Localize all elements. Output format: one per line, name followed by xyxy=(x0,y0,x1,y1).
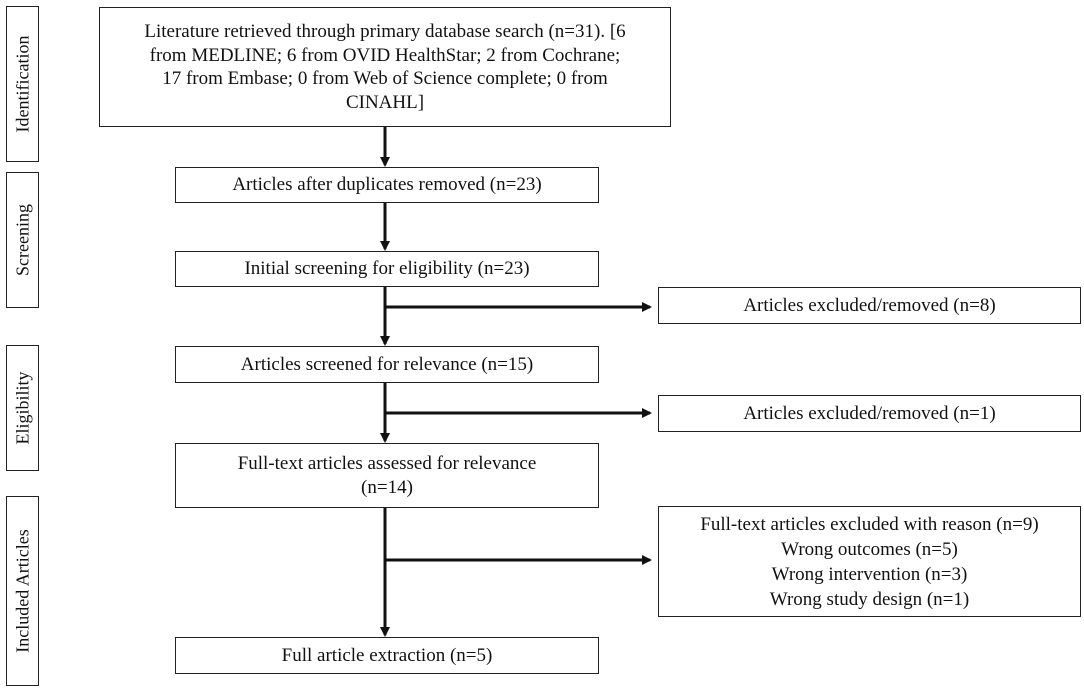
box-duplicates-removed: Articles after duplicates removed (n=23) xyxy=(175,167,599,203)
fulltext-excluded-line-2: Wrong outcomes (n=5) xyxy=(781,538,958,560)
box-literature-retrieved: Literature retrieved through primary dat… xyxy=(99,7,671,127)
excluded-2-label: Articles excluded/removed (n=1) xyxy=(743,402,996,424)
stage-eligibility: Eligibility xyxy=(6,345,39,471)
box-screened-relevance: Articles screened for relevance (n=15) xyxy=(175,346,599,383)
literature-line-2: from MEDLINE; 6 from OVID HealthStar; 2 … xyxy=(149,44,621,66)
duplicates-removed-label: Articles after duplicates removed (n=23) xyxy=(232,174,542,196)
fulltext-excluded-line-4: Wrong study design (n=1) xyxy=(769,588,970,610)
box-fulltext-excluded: Full-text articles excluded with reason … xyxy=(658,506,1081,617)
fulltext-excluded-line-1: Full-text articles excluded with reason … xyxy=(700,513,1039,535)
box-fulltext-assessed: Full-text articles assessed for relevanc… xyxy=(175,443,599,508)
literature-line-1: Literature retrieved through primary dat… xyxy=(144,21,626,42)
stage-identification: Identification xyxy=(6,6,39,162)
stage-screening: Screening xyxy=(6,172,39,308)
excluded-1-label: Articles excluded/removed (n=8) xyxy=(743,294,996,316)
box-excluded-2: Articles excluded/removed (n=1) xyxy=(658,395,1081,432)
fulltext-excluded-line-3: Wrong intervention (n=3) xyxy=(771,563,968,585)
extraction-label: Full article extraction (n=5) xyxy=(281,644,493,666)
box-full-article-extraction: Full article extraction (n=5) xyxy=(175,637,599,674)
literature-line-4: CINAHL] xyxy=(345,91,425,113)
initial-screening-label: Initial screening for eligibility (n=23) xyxy=(244,258,530,280)
literature-line-3: 17 from Embase; 0 from Web of Science co… xyxy=(162,68,608,89)
fulltext-assessed-line-1: Full-text articles assessed for relevanc… xyxy=(237,453,537,474)
screened-relevance-label: Articles screened for relevance (n=15) xyxy=(240,353,534,375)
stage-included-articles: Included Articles xyxy=(6,496,39,686)
fulltext-assessed-line-2: (n=14) xyxy=(361,476,413,498)
box-initial-screening: Initial screening for eligibility (n=23) xyxy=(175,251,599,287)
box-excluded-1: Articles excluded/removed (n=8) xyxy=(658,287,1081,324)
